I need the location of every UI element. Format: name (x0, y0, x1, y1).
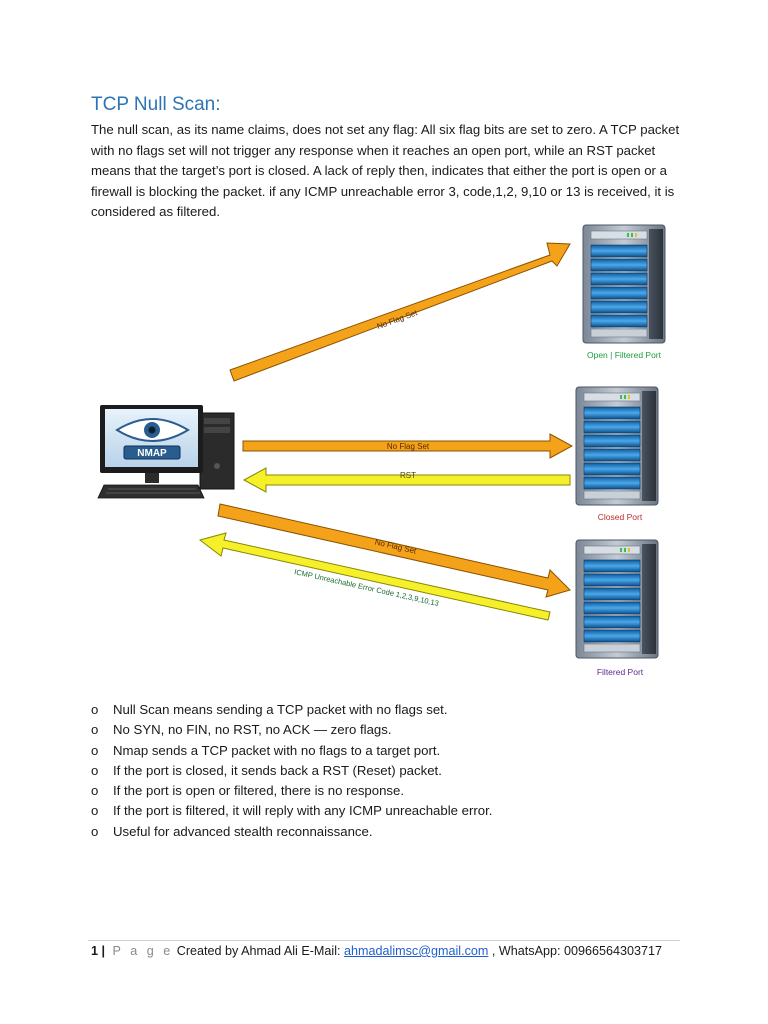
server-filtered-label: Filtered Port (597, 667, 644, 677)
server-open-icon (582, 224, 666, 344)
bullet-text: If the port is filtered, it will reply w… (113, 803, 493, 819)
bullet-item: o If the port is filtered, it will reply … (91, 801, 492, 821)
bullet-marker: o (91, 722, 99, 738)
server-closed-icon (575, 386, 659, 506)
bullet-marker: o (91, 702, 99, 717)
footer-whatsapp: , WhatsApp: 00966564303717 (491, 944, 663, 958)
nmap-logo-text: NMAP (137, 448, 167, 459)
page-word: P a g e (112, 944, 174, 958)
bullet-item: o Null Scan means sending a TCP packet wi… (91, 700, 492, 720)
arrow-closed-out-label: No Flag Set (387, 442, 430, 451)
server-closed-label: Closed Port (598, 512, 643, 522)
server-open-label: Open | Filtered Port (587, 350, 662, 360)
page-number: 1 (91, 944, 99, 958)
footer-separator: | (101, 944, 106, 958)
nmap-computer-icon: NMAP (97, 405, 235, 499)
footer-email-link[interactable]: ahmadalimsc@gmail.com (344, 944, 489, 958)
bullet-marker: o (91, 803, 99, 819)
bullet-marker: o (91, 742, 99, 758)
bullet-marker: o (91, 762, 99, 778)
page-footer: 1 | P a g e Created by Ahmad Ali E-Mail:… (91, 944, 662, 958)
bullet-item: o Useful for advanced stealth reconnaissa… (91, 822, 492, 842)
intro-paragraph: The null scan, as its name claims, does … (91, 122, 680, 219)
bullet-item: o If the port is open or filtered, there … (91, 781, 492, 801)
arrow-rst-back: RST (242, 467, 571, 493)
bullet-text: Useful for advanced stealth reconnaissan… (113, 823, 373, 839)
bullet-list: o Null Scan means sending a TCP packet wi… (91, 700, 492, 842)
bullet-marker: o (91, 823, 99, 839)
bullet-item: o If the port is closed, it sends back a … (91, 761, 492, 781)
bullet-marker: o (91, 783, 99, 799)
bullet-text: Nmap sends a TCP packet with no flags to… (113, 742, 441, 758)
bullet-text: No SYN, no FIN, no RST, no ACK — zero fl… (113, 722, 392, 738)
section-title: TCP Null Scan: (91, 94, 221, 115)
bullet-text: If the port is open or filtered, there i… (113, 783, 405, 799)
arrow-rst-label: RST (400, 471, 416, 480)
footer-divider (88, 940, 680, 941)
bullet-item: o No SYN, no FIN, no RST, no ACK — zero f… (91, 720, 492, 740)
bullet-item: o Nmap sends a TCP packet with no flags t… (91, 741, 492, 761)
arrow-no-flag-open: No Flag Set (229, 242, 571, 382)
arrow-no-flag-closed: No Flag Set (242, 433, 574, 459)
footer-credit: Created by Ahmad Ali E-Mail: (176, 944, 341, 958)
bullet-text: Null Scan means sending a TCP packet wit… (113, 702, 448, 717)
bullet-text: If the port is closed, it sends back a R… (113, 762, 442, 778)
server-filtered-icon (575, 539, 659, 659)
